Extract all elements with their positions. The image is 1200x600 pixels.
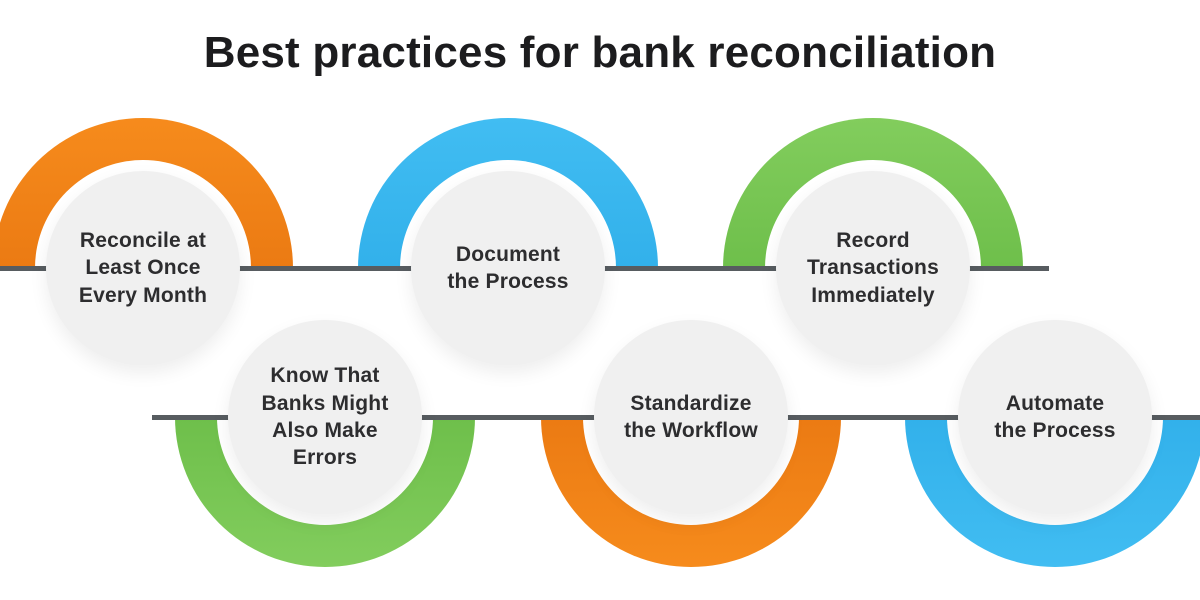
node-label: Automate the Process [994,391,1116,442]
node-label: Know That Banks Might Also Make Errors [261,364,389,470]
node-circle: Know That Banks Might Also Make Errors [228,320,422,514]
node-circle: Document the Process [411,171,605,365]
node-circle: Record Transactions Immediately [776,171,970,365]
node-label: Document the Process [447,242,569,293]
node-label: Record Transactions Immediately [807,229,939,307]
node-label: Reconcile at Least Once Every Month [78,229,208,307]
node-circle: Automate the Process [958,320,1152,514]
node-circle: Standardize the Workflow [594,320,788,514]
node-label: Standardize the Workflow [624,391,758,442]
node-circle: Reconcile at Least Once Every Month [46,171,240,365]
page-title: Best practices for bank reconciliation [203,28,997,77]
